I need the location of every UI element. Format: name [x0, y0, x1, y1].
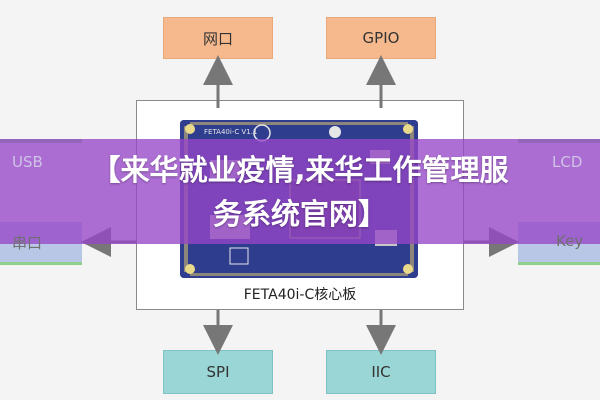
- box-iic: IIC: [326, 350, 436, 394]
- box-gpio-label: GPIO: [362, 29, 400, 47]
- box-spi: SPI: [163, 350, 273, 394]
- board-caption: FETA40i-C核心板: [243, 287, 357, 303]
- side-label-serial: 串口: [12, 234, 43, 252]
- right-bottom-strip: [518, 260, 600, 265]
- side-label-usb: USB: [12, 153, 43, 171]
- side-label-lcd: LCD: [552, 153, 583, 171]
- pcb-silk-text: FETA40i-C V1.1: [204, 128, 257, 136]
- title-banner: [0, 139, 600, 244]
- banner-title: 【来华就业疫情,来华工作管理服 务系统官网】: [0, 148, 600, 236]
- left-bottom-strip: [0, 260, 82, 265]
- side-label-key: Key: [556, 232, 584, 250]
- banner-line-1: 【来华就业疫情,来华工作管理服: [91, 153, 509, 187]
- box-iic-label: IIC: [371, 363, 391, 381]
- box-spi-label: SPI: [206, 363, 230, 381]
- banner-line-2: 务系统官网】: [212, 197, 387, 231]
- box-network-port-label: 网口: [202, 29, 233, 48]
- box-network-port: 网口: [163, 17, 273, 59]
